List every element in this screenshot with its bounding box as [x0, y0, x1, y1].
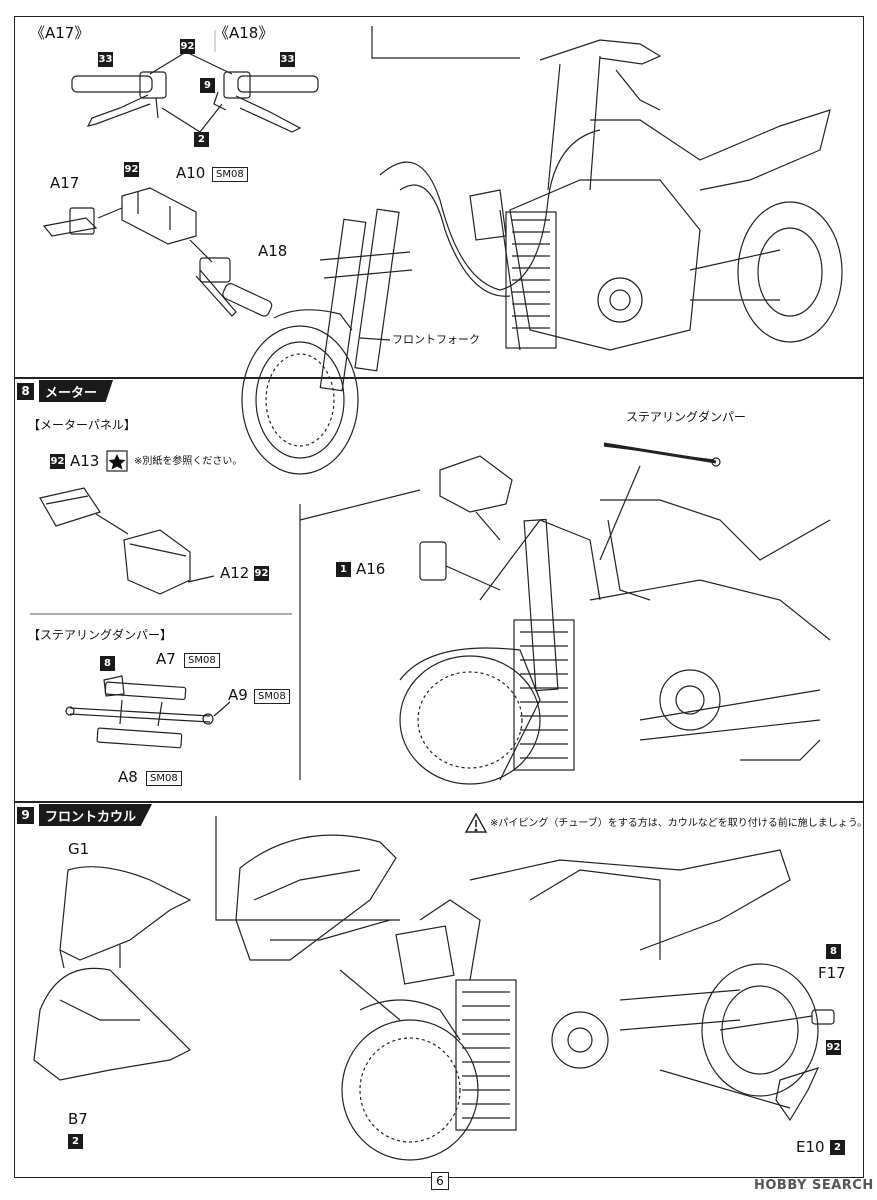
section8-frame [14, 378, 864, 802]
code-badge: 92 [826, 1040, 841, 1055]
code-badge: 8 [826, 944, 841, 959]
a10-label: A10 [176, 164, 206, 182]
a12-label: A12 [220, 564, 250, 582]
code-badge: 92 [180, 39, 195, 54]
page-number: 6 [431, 1172, 449, 1190]
section8-title: メーター [39, 380, 114, 402]
a8-label: A8 [118, 768, 138, 786]
code-badge: 9 [200, 78, 215, 93]
code-badge: 1 [336, 562, 351, 577]
meter-panel-heading: 【メーターパネル】 [28, 418, 136, 432]
code-badge: 2 [830, 1140, 845, 1155]
grip-left [71, 75, 153, 93]
code-badge: 33 [98, 52, 113, 67]
watermark: HOBBY SEARCH [754, 1178, 874, 1193]
code-badge: 92 [124, 162, 139, 177]
b7-label: B7 [68, 1110, 88, 1128]
a7-label: A7 [156, 650, 176, 668]
a17-label: A17 [50, 174, 80, 192]
grip-right [237, 75, 319, 93]
section9-number: 9 [16, 805, 35, 825]
section9-header: 9 フロントカウル [16, 804, 153, 826]
f17-label: F17 [818, 964, 846, 982]
a13-label: A13 [70, 452, 100, 470]
steering-damper-callout: ステアリングダンパー [626, 410, 747, 424]
star-icon [108, 454, 126, 470]
code-badge: 33 [280, 52, 295, 67]
section9-title: フロントカウル [39, 804, 153, 826]
code-badge: 92 [254, 566, 269, 581]
reference-note: ※別紙を参照ください。 [134, 456, 243, 467]
steering-damper-heading: 【ステアリングダンパー】 [28, 628, 173, 642]
code-badge: 2 [68, 1134, 83, 1149]
sm-tag: SM08 [184, 653, 220, 668]
a9-label: A9 [228, 686, 248, 704]
front-fork-label: フロントフォーク [392, 333, 480, 346]
a16-label: A16 [356, 560, 386, 578]
a17-group-label: 《A17》 [30, 24, 90, 42]
g1-label: G1 [68, 840, 90, 858]
code-badge: 92 [50, 454, 65, 469]
sm-tag: SM08 [146, 771, 182, 786]
a18-label: A18 [258, 242, 288, 260]
top-panel-frame [14, 16, 864, 378]
section8-number: 8 [16, 381, 35, 401]
a18-group-label: 《A18》 [214, 24, 274, 42]
code-badge: 8 [100, 656, 115, 671]
sm-tag: SM08 [212, 167, 248, 182]
sm-tag: SM08 [254, 689, 290, 704]
section8-header: 8 メーター [16, 380, 114, 402]
caution-note: ※パイピング（チューブ）をする方は、カウルなどを取り付ける前に施しましょう。 [490, 818, 868, 829]
code-badge: 2 [194, 132, 209, 147]
e10-label: E10 [796, 1138, 825, 1156]
